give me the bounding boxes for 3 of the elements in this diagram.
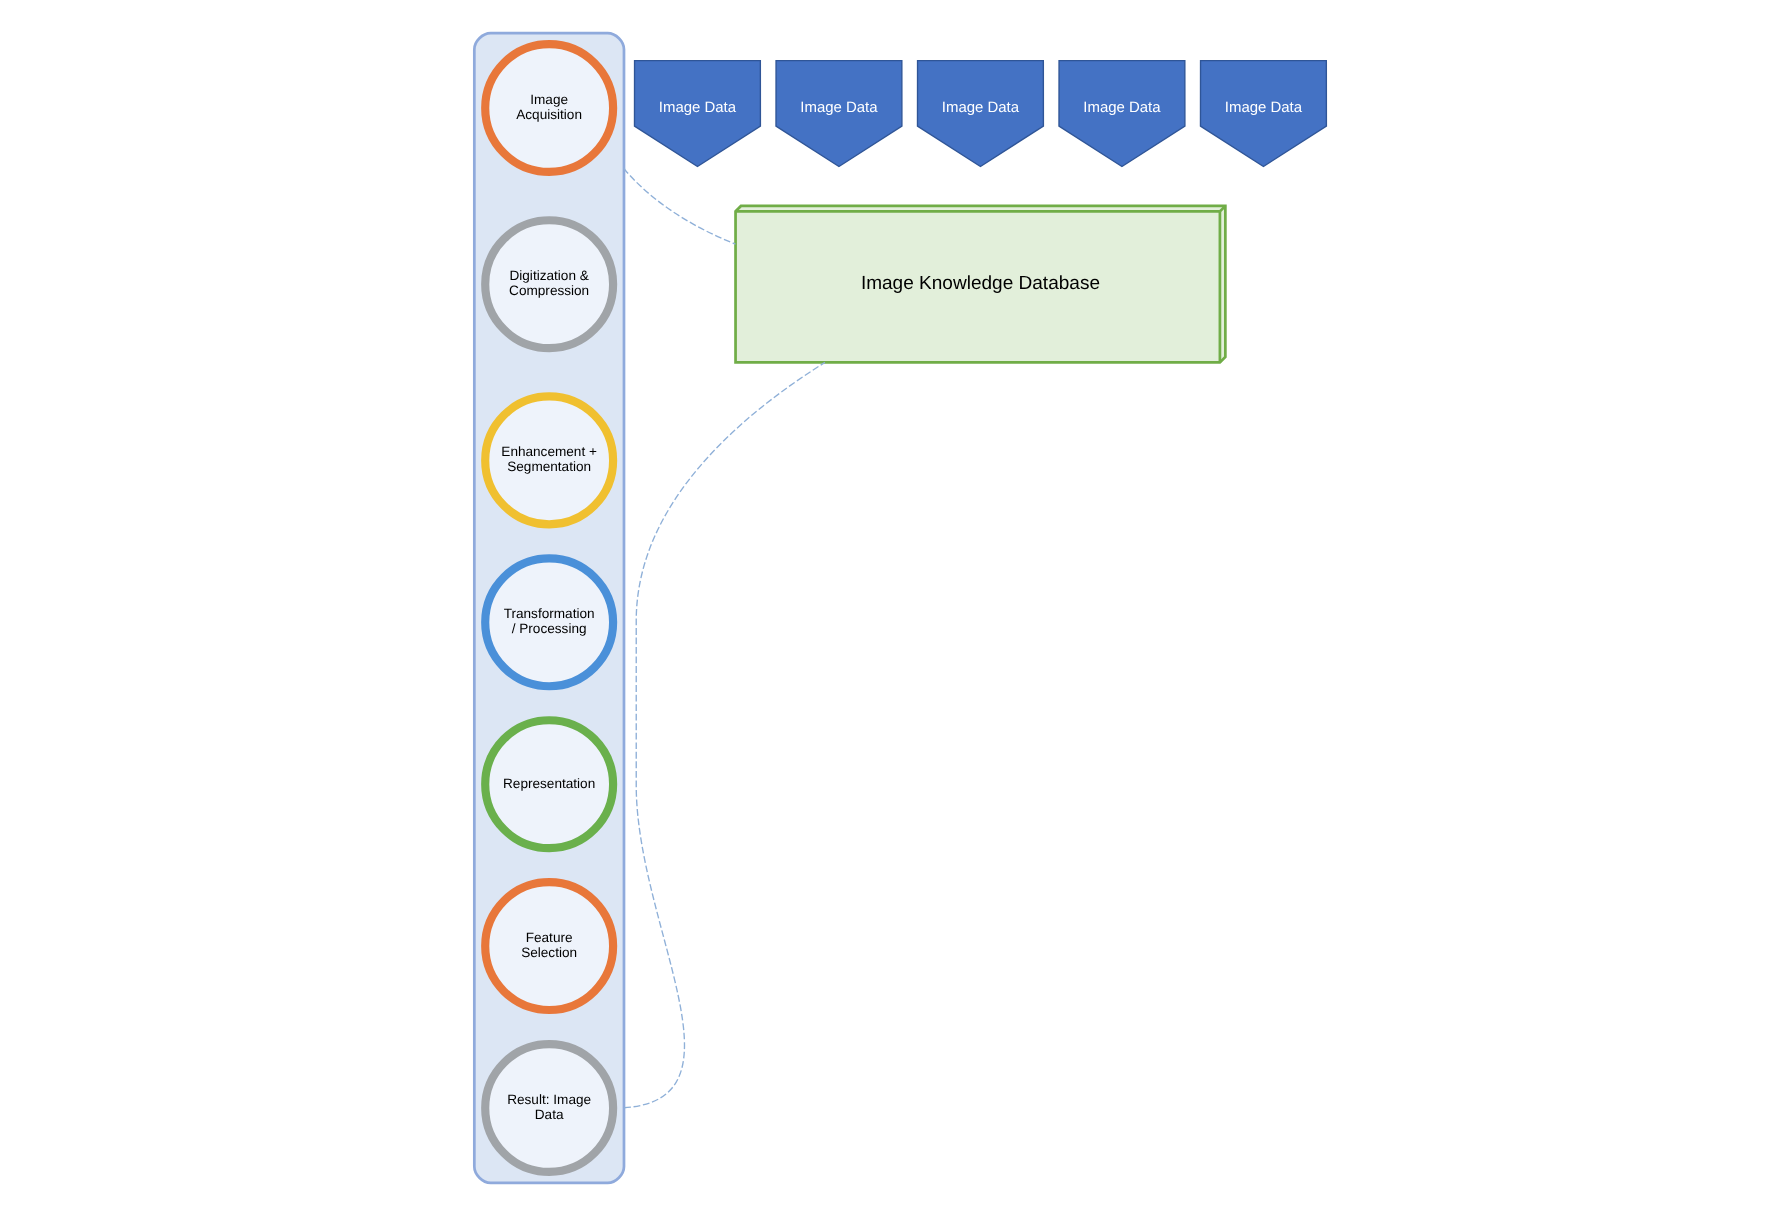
cluster (472, 31, 626, 1185)
connector (623, 361, 826, 1109)
connector (623, 167, 737, 245)
